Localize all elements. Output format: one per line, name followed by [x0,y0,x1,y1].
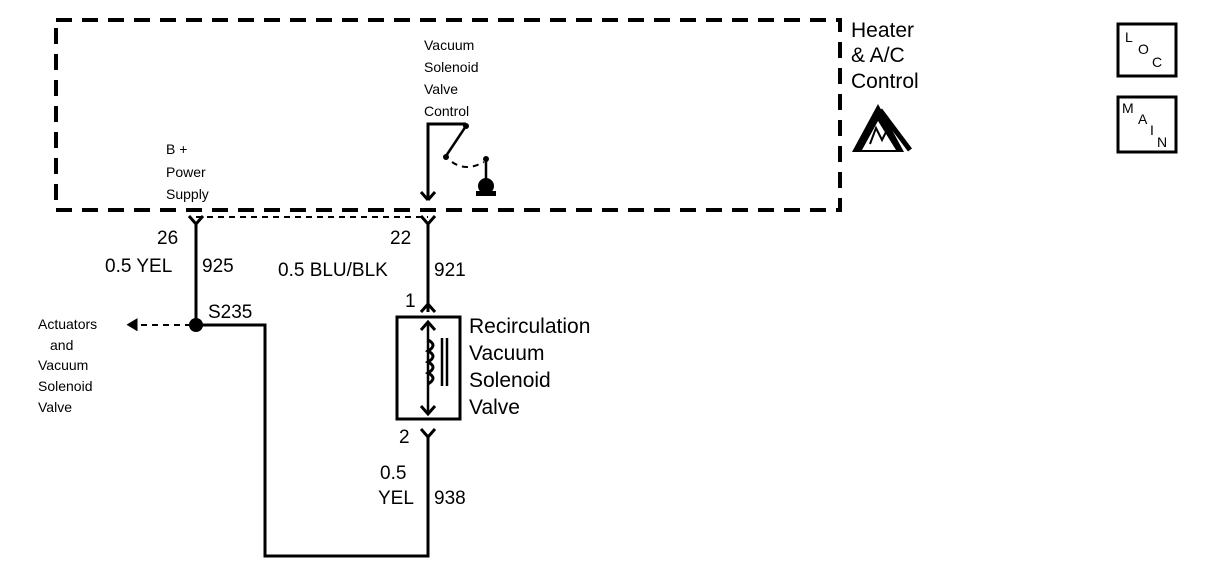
actuators-label: Actuators and Vacuum Solenoid Valve [38,316,97,415]
module-title-line-3: Control [851,70,919,93]
solenoid-label: Recirculation Vacuum Solenoid Valve [469,315,590,419]
control-switch-icon [419,122,489,201]
wire-938 [196,323,430,558]
wire-938-circuit: 938 [434,488,466,509]
vsv-control-line-3: Valve [424,81,458,97]
module-boundary [54,18,842,212]
main-button[interactable]: M A I N [1116,95,1178,154]
wire-925-color: 0.5 YEL [105,256,172,277]
module-title-line-2: & A/C [851,44,905,67]
solenoid-line-2: Vacuum [469,342,544,365]
vsv-control-line-1: Vacuum [424,37,474,53]
vsv-control-line-4: Control [424,103,469,119]
actuators-line-1: Actuators [38,316,97,332]
loc-letter-l: L [1125,29,1133,45]
solenoid-line-4: Valve [469,396,520,419]
ground-icon [476,178,496,196]
solenoid-line-3: Solenoid [469,369,551,392]
loc-letter-c: C [1152,54,1162,70]
wire-921-color: 0.5 BLU/BLK [278,260,388,281]
solenoid-pin-1-icon [419,301,437,313]
coil-icon [419,319,449,417]
solenoid-pin-2-icon [419,428,437,440]
power-supply-label: B + Power Supply [166,141,209,202]
actuators-line-3: Vacuum [38,357,88,373]
power-supply-line-3: Supply [166,186,209,202]
solenoid-pin-2-label: 2 [399,427,410,448]
splice-s235-label: S235 [208,302,252,323]
loc-button[interactable]: L O C [1116,22,1178,78]
wire-921-circuit: 921 [434,260,466,281]
main-letter-n: N [1157,134,1167,150]
wire-925-circuit: 925 [202,256,234,277]
main-letter-a: A [1138,111,1148,127]
loc-letter-o: O [1138,41,1149,57]
wire-938-gauge: 0.5 [380,463,406,484]
esd-warning-icon [852,104,912,152]
actuators-arrow-icon [126,318,138,331]
vsv-control-line-2: Solenoid [424,59,479,75]
module-title-line-1: Heater [851,19,914,42]
solenoid-pin-1-label: 1 [405,291,416,312]
actuators-line-4: Solenoid [38,378,93,394]
actuators-line-2: and [50,337,73,353]
pin-26-label: 26 [157,228,178,249]
main-letter-m: M [1122,100,1134,116]
pin-22-label: 22 [390,228,411,249]
solenoid-line-1: Recirculation [469,315,590,338]
vsv-control-label: Vacuum Solenoid Valve Control [424,37,479,119]
power-supply-line-2: Power [166,164,206,180]
main-letter-i: I [1150,122,1154,138]
module-title: Heater & A/C Control [851,19,919,93]
wire-938-color: YEL [378,488,414,509]
power-supply-line-1: B + [166,141,187,157]
actuators-line-5: Valve [38,399,72,415]
